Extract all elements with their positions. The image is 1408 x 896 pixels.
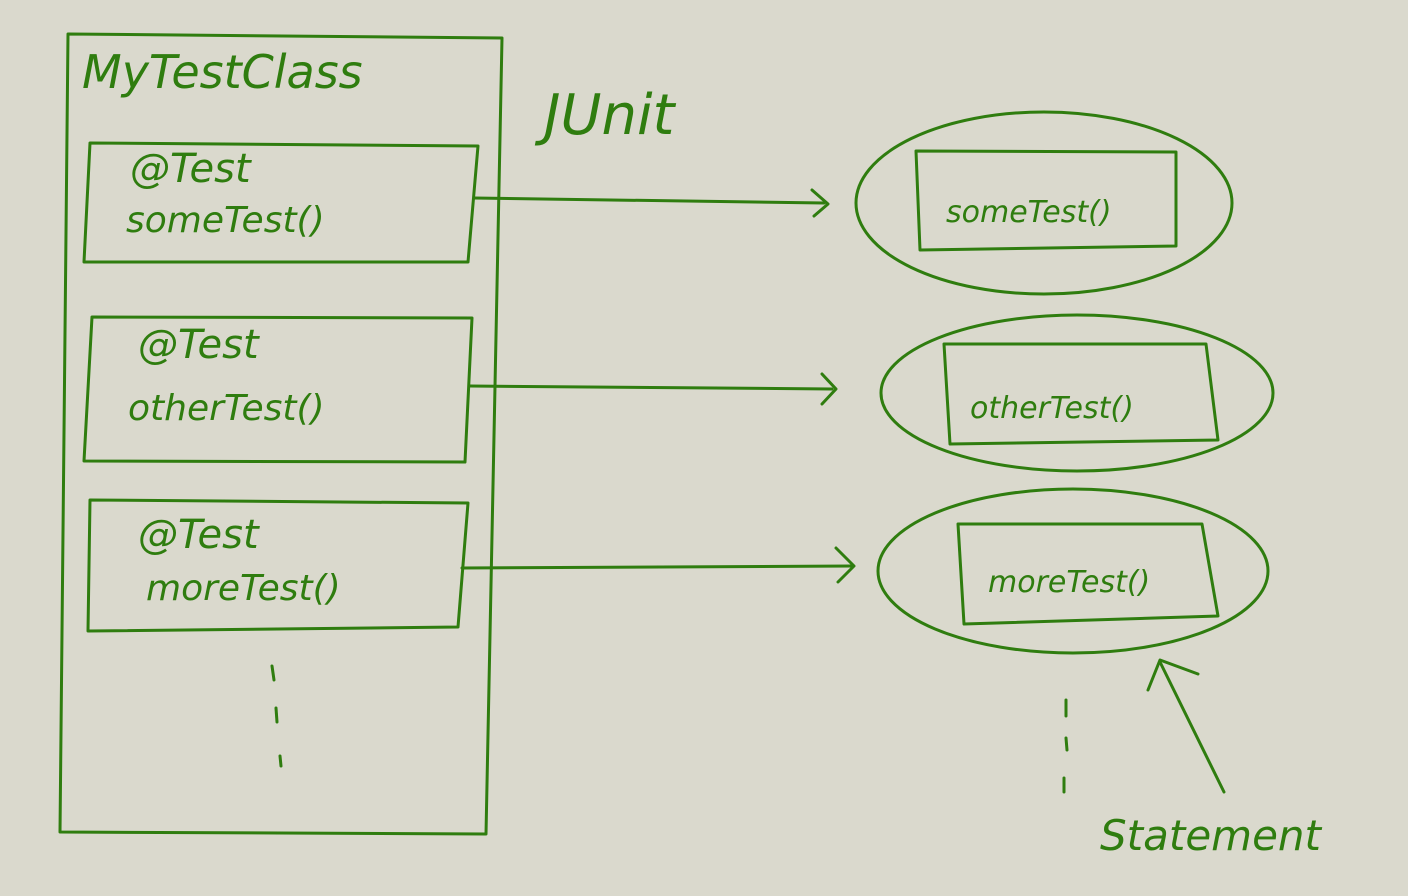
statement-callout: Statement xyxy=(1100,658,1323,860)
statement-other-test: otherTest() xyxy=(879,313,1275,473)
method-name: otherTest() xyxy=(128,388,325,429)
statement-label: otherTest() xyxy=(970,391,1134,426)
arrow-some-test xyxy=(472,188,830,218)
statement-ellipse xyxy=(854,110,1234,296)
arrow-head xyxy=(834,546,856,584)
method-annotation: @Test xyxy=(138,322,260,368)
ellipsis-dash xyxy=(274,706,279,724)
statement-box xyxy=(956,522,1220,626)
method-box-border xyxy=(86,498,470,633)
statement-ellipse xyxy=(879,313,1275,473)
callout-arrow-head xyxy=(1146,658,1200,692)
statement-box xyxy=(942,342,1220,446)
more-statements-ellipsis xyxy=(1062,698,1069,794)
arrow-shaft xyxy=(472,196,826,205)
ellipsis-dash xyxy=(278,754,283,768)
method-box-more-test: @Test moreTest() xyxy=(86,498,470,633)
test-class-border xyxy=(58,32,504,836)
ellipsis-dash xyxy=(270,664,276,682)
method-box-other-test: @Test otherTest() xyxy=(82,315,474,464)
arrow-shaft xyxy=(468,384,834,391)
statement-some-test: someTest() xyxy=(854,110,1234,296)
method-name: someTest() xyxy=(126,200,325,241)
statement-label: someTest() xyxy=(946,195,1112,230)
more-methods-ellipsis xyxy=(270,664,283,768)
arrow-head xyxy=(810,188,830,218)
statement-box xyxy=(914,149,1178,252)
statement-more-test: moreTest() xyxy=(876,487,1270,655)
method-annotation: @Test xyxy=(130,146,252,192)
test-class-box: MyTestClass xyxy=(58,32,504,836)
callout-arrow-shaft xyxy=(1158,660,1226,794)
test-class-title: MyTestClass xyxy=(82,45,363,99)
arrow-other-test xyxy=(468,372,838,406)
method-name: moreTest() xyxy=(146,568,341,609)
method-annotation: @Test xyxy=(138,512,260,558)
statement-callout-label: Statement xyxy=(1100,811,1323,860)
statement-label: moreTest() xyxy=(988,565,1150,600)
method-box-border xyxy=(82,141,480,264)
arrow-head xyxy=(820,372,838,406)
method-box-some-test: @Test someTest() xyxy=(82,141,480,264)
arrow-shaft xyxy=(460,564,854,570)
junit-label: JUnit xyxy=(534,83,677,148)
method-box-border xyxy=(82,315,474,464)
statement-ellipse xyxy=(876,487,1270,655)
arrow-more-test xyxy=(460,546,856,584)
ellipsis-dash xyxy=(1064,736,1069,752)
